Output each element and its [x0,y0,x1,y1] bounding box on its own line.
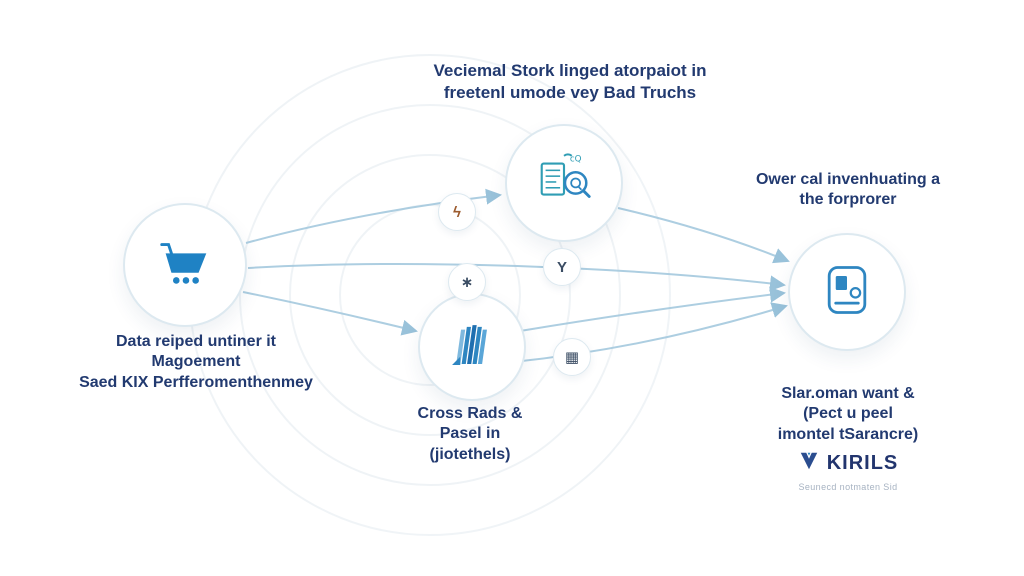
center-label-line1: Cross Rads & [417,405,523,422]
left-label-line3: Saed KIX Perfferomenthenmey [79,373,313,391]
top-caption: Veciemal Stork linged atorpaiot in freet… [370,60,770,104]
relay-glyph-icon: ϟ [453,203,461,221]
center-node-label: Cross Rads & Pasel in (jiotethels) [350,404,590,465]
left-label-line1: Data reiped untiner it [115,333,277,350]
connector-center-to-right-upper [519,286,786,332]
right-label-line1: Slar.oman want & [781,385,915,402]
connector-left-to-center [242,291,418,336]
right-label-line3: imontel tSarancre) [777,425,919,443]
brand-logo-text: KIRILS [826,452,899,474]
center-label-line2: Pasel in [439,425,501,443]
right-caption-line2: the forprorer [799,191,897,209]
relay-glyph-icon: ▦ [564,349,580,366]
center-label-line3: (jiotethels) [429,445,511,463]
node-container [788,233,906,351]
right-node-label: Slar.oman want & (Pect u peel imontel tS… [708,384,988,445]
brand-logo: KIRILS [708,450,988,477]
node-cart [123,203,247,327]
svg-text:cQ: cQ [570,154,582,164]
left-label-line2: Magoement [151,353,241,371]
relay-glyph-icon: Y [556,258,567,276]
connector-top-to-right [617,207,790,264]
right-label-line2: (Pect u peel [803,405,893,423]
relay-node-4: ▦ [553,338,591,376]
relay-node-3: ∗ [448,263,486,301]
relay-node-1: ϟ [438,193,476,231]
kirils-logo-icon [798,450,820,477]
document-search-icon: cQ [533,150,595,217]
relay-node-2: Y [543,248,581,286]
node-document-search: cQ [505,124,623,242]
relay-glyph-icon: ∗ [460,274,474,291]
top-caption-line2: freetenl umode vey Bad Truchs [443,82,697,102]
left-node-label: Data reiped untiner it Magoement Saed KI… [36,332,356,393]
top-caption-line1: Veciemal Stork linged atorpaiot in [433,61,707,80]
right-caption: Ower cal invenhuating a the forprorer [718,170,978,211]
brand-logo-subtext: Seunecd notmaten Sid [798,482,898,492]
container-icon [817,260,877,325]
node-book-stack [418,293,526,401]
book-stack-icon [443,316,501,379]
connector-left-to-right [247,263,786,292]
right-caption-line1: Ower cal invenhuating a [755,171,941,188]
shopping-cart-icon [154,232,216,299]
